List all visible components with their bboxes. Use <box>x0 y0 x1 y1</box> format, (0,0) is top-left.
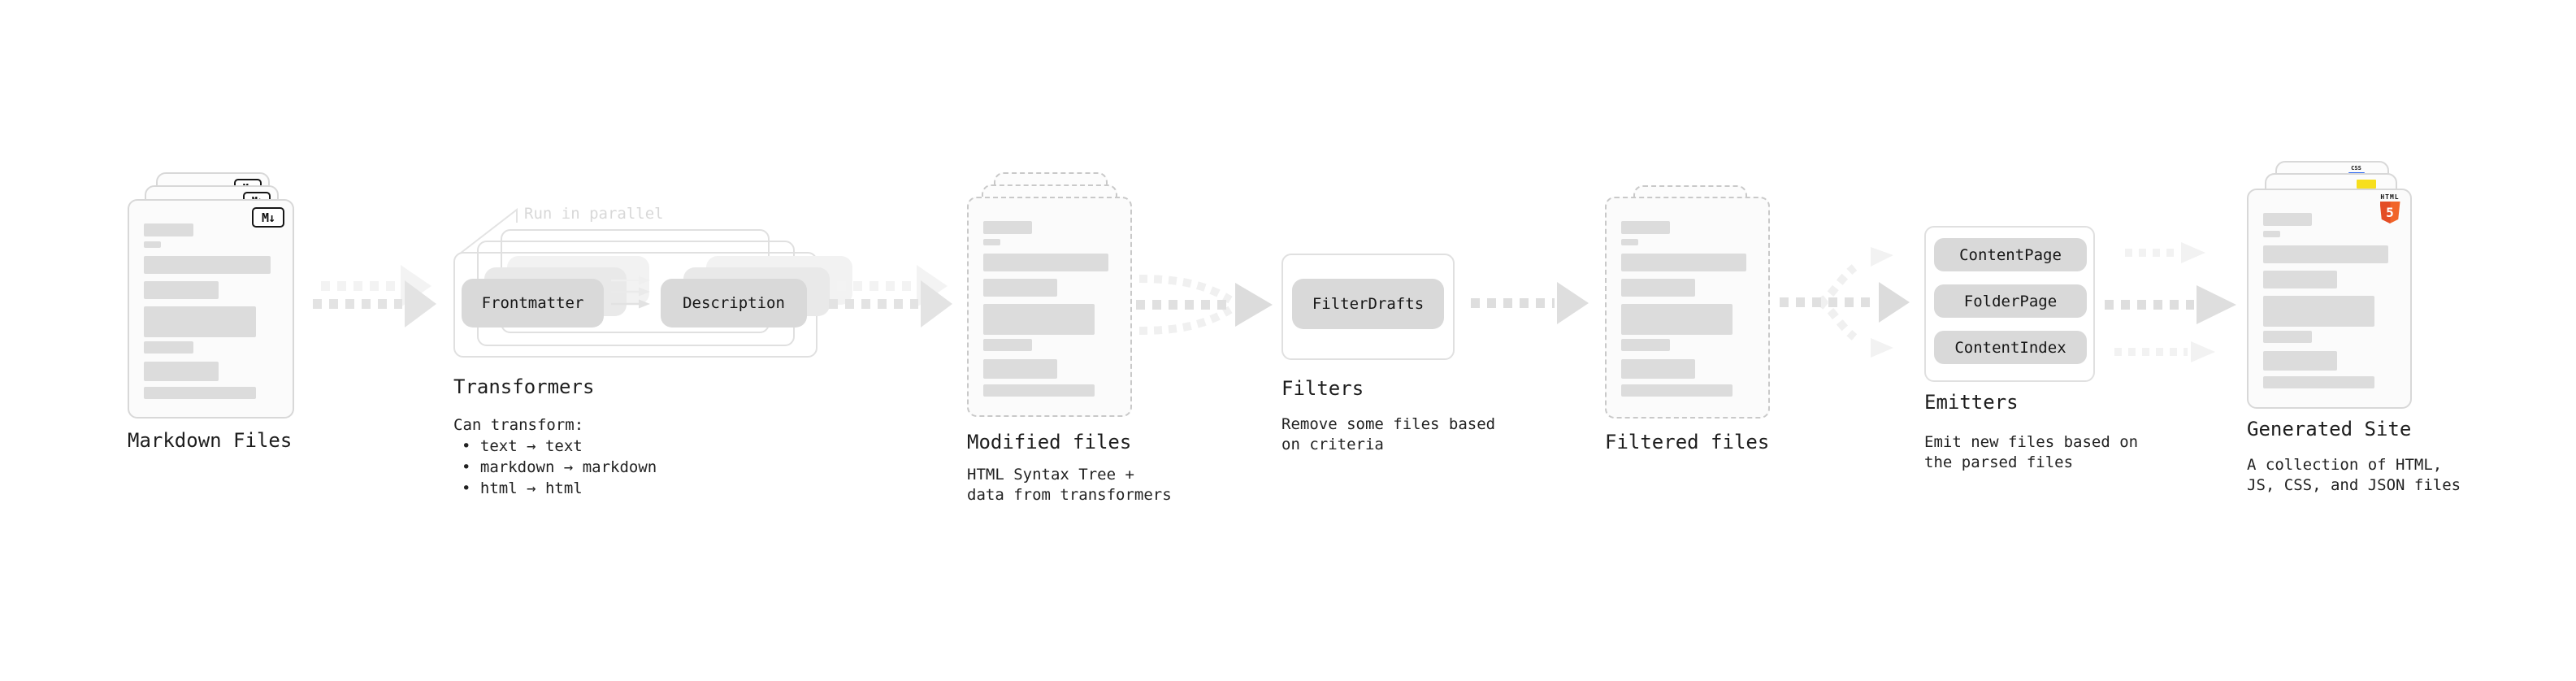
transformers-bullet: • markdown → markdown <box>462 458 657 476</box>
html5-icon: HTML 5 <box>2378 193 2402 223</box>
arrow-transformers-to-modified <box>829 265 952 327</box>
arrow-fork-to-emitters <box>1780 247 1910 358</box>
transformers-description-heading: Can transform: <box>453 416 584 434</box>
modified-files-description: HTML Syntax Tree + data from transformer… <box>967 466 1172 504</box>
emitter-pill-folderpage: FolderPage <box>1934 284 2087 318</box>
document-placeholder-lines <box>983 198 1112 415</box>
transformers-description: Can transform: • text → text • markdown … <box>453 414 657 499</box>
emitters-label: Emitters <box>1924 391 2019 414</box>
run-in-parallel-annotation: Run in parallel <box>524 205 664 223</box>
generated-site-label: Generated Site <box>2247 418 2412 440</box>
document-placeholder-lines <box>1621 198 1750 417</box>
parallel-arrows-icon <box>611 275 650 309</box>
modified-file-card <box>967 197 1132 417</box>
modified-files-label: Modified files <box>967 431 1132 453</box>
emitter-pill-contentindex: ContentIndex <box>1934 331 2087 364</box>
annotation-callout-line <box>459 207 518 254</box>
transformer-pill-description: Description <box>661 279 807 327</box>
transformer-pill-frontmatter: Frontmatter <box>462 279 604 327</box>
site-file-card-html: HTML 5 <box>2247 189 2412 409</box>
transformers-bullet: • text → text <box>462 437 583 455</box>
document-placeholder-lines <box>2263 190 2392 407</box>
arrows-emitters-to-site <box>2105 242 2236 362</box>
filters-description: Remove some files based on criteria <box>1281 415 1496 453</box>
markdown-files-label: Markdown Files <box>128 429 293 452</box>
transformers-label: Transformers <box>453 375 595 398</box>
arrow-markdown-to-transformers <box>313 265 436 327</box>
transformers-bullet: • html → html <box>462 479 583 497</box>
filters-box <box>1281 254 1455 360</box>
filtered-files-label: Filtered files <box>1605 431 1770 453</box>
html5-shield: 5 <box>2379 202 2400 223</box>
emitter-pill-contentpage: ContentPage <box>1934 238 2087 271</box>
filtered-file-card <box>1605 197 1770 419</box>
filters-label: Filters <box>1281 377 1364 400</box>
emitters-box <box>1924 226 2095 382</box>
document-placeholder-lines <box>144 201 275 417</box>
filter-pill-filterdrafts: FilterDrafts <box>1292 279 1444 329</box>
arrow-filters-to-filtered <box>1471 282 1589 324</box>
js-file-icon <box>2357 180 2376 189</box>
emitters-description: Emit new files based on the parsed files <box>1924 433 2139 471</box>
markdown-file-card: M↓ <box>128 199 294 419</box>
arrow-merge-to-filters <box>1136 275 1273 335</box>
markdown-icon: M↓ <box>252 207 284 228</box>
generated-site-description: A collection of HTML, JS, CSS, and JSON … <box>2247 456 2461 494</box>
